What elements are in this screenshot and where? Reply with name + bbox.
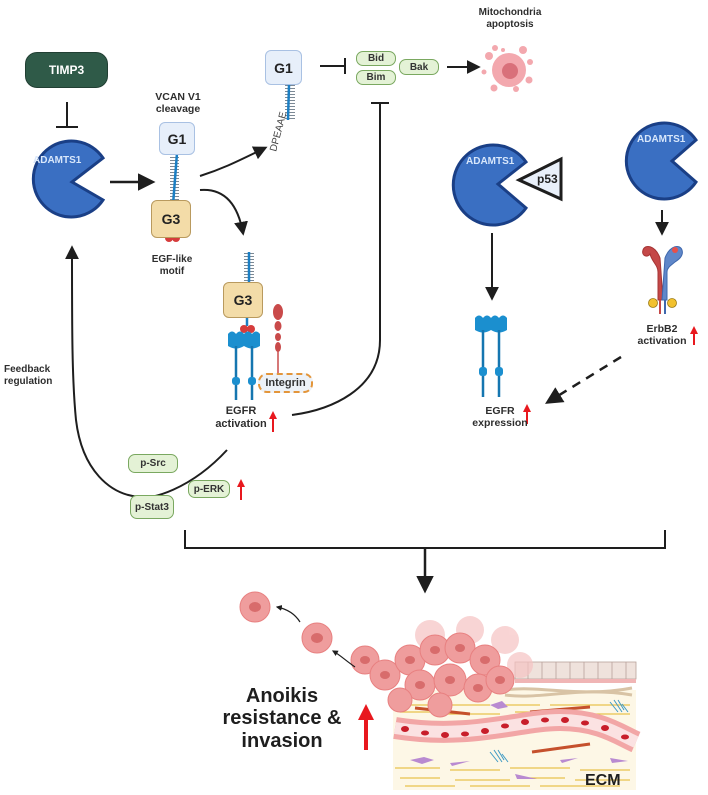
ecm-label: ECM <box>585 772 621 789</box>
apoptosis-line1: Mitochondria <box>478 7 542 18</box>
p-stat3-pill: p-Stat3 <box>130 495 174 519</box>
g1-release-arrow <box>199 146 268 177</box>
bid-pill: Bid <box>356 51 396 66</box>
bak-label: Bak <box>409 61 429 73</box>
g1-fragment-stalk <box>285 84 295 121</box>
g3-bound-box: G3 <box>223 282 263 318</box>
neo-epitope-text: DPEAAE <box>268 110 289 152</box>
outcome-label: Anoikis resistance & invasion <box>222 685 342 752</box>
g1-inhibition-symbol <box>320 58 346 74</box>
g3-bound-label: G3 <box>233 292 253 308</box>
tumor-cell-cluster <box>350 616 533 718</box>
bim-label: Bim <box>366 72 386 83</box>
egfr-expression-label: EGFR expression <box>470 405 530 429</box>
egfr-expression-line2: expression <box>472 417 528 430</box>
bak-pill: Bak <box>399 59 439 75</box>
mitochondria-apoptosis-label: Mitochondria apoptosis <box>465 7 555 30</box>
integrin-receptor <box>273 304 283 373</box>
vcan-title-line1: VCAN V1 <box>155 91 201 103</box>
bim-pill: Bim <box>356 70 396 85</box>
motif-line1: EGF-like <box>151 254 193 265</box>
timp3-box: TIMP3 <box>25 52 108 88</box>
p-erk-label: p-ERK <box>193 483 225 495</box>
vcan-title-line2: cleavage <box>155 103 201 116</box>
erbb2-line1: ErbB2 <box>646 323 678 335</box>
g1-fragment-label: G1 <box>274 59 293 76</box>
erbb2-line2: activation <box>637 335 687 348</box>
outcome-line3: invasion <box>241 729 323 752</box>
adamts1-label-main: ADAMTS1 <box>33 155 82 166</box>
egfr-expression-line1: EGFR <box>485 405 515 417</box>
outcome-line1: Anoikis <box>245 685 319 707</box>
egfr-activation-line2: activation <box>215 417 267 430</box>
vcan-title: VCAN V1 cleavage <box>148 91 208 115</box>
adamts1-enzyme-erbb2 <box>624 121 698 201</box>
bid-label: Bid <box>367 53 385 64</box>
egfr-receptor-dimer-activation <box>228 331 260 400</box>
p-src-pill: p-Src <box>128 454 178 473</box>
egfr-activation-label: EGFR activation <box>210 405 272 430</box>
g3-domain-label: G3 <box>161 211 181 227</box>
timp3-label: TIMP3 <box>48 63 85 77</box>
g3-release-arrow <box>199 188 248 236</box>
integrin-box: Integrin <box>258 373 313 393</box>
erbb2-activation-label: ErbB2 activation <box>632 323 692 347</box>
apoptosis-line2: apoptosis <box>486 18 534 30</box>
feedback-regulation-curve <box>65 245 228 499</box>
feedback-line2: regulation <box>4 375 53 387</box>
adamts1-enzyme-p53 <box>451 143 529 227</box>
erbb2-to-egfr-dashed-arrow <box>545 355 622 404</box>
erbb2-receptor-dimer <box>642 245 683 314</box>
adamts1-label-p53: ADAMTS1 <box>466 156 515 167</box>
apoptotic-cell-icon <box>481 45 533 92</box>
convergence-bracket <box>184 530 666 594</box>
outcome-line2: resistance & <box>222 707 342 730</box>
g3-domain-box: G3 <box>151 200 191 238</box>
g1-domain-label: G1 <box>167 130 187 147</box>
p53-label: p53 <box>537 172 558 186</box>
motif-line2: motif <box>159 265 185 277</box>
egfr-activation-line1: EGFR <box>225 405 257 417</box>
migrating-tumor-cells <box>239 591 356 668</box>
egfr-receptor-dimer-expression <box>475 315 507 397</box>
p-erk-pill: p-ERK <box>188 480 230 498</box>
integrin-label: Integrin <box>265 377 306 389</box>
egf-like-motif-label: EGF-like motif <box>142 254 202 277</box>
adamts1-enzyme-main <box>31 139 106 219</box>
egfr-inhibits-apoptosis-path <box>291 102 389 416</box>
feedback-regulation-label: Feedback regulation <box>4 364 52 387</box>
feedback-line1: Feedback <box>4 364 51 375</box>
p-stat3-label: p-Stat3 <box>135 501 169 513</box>
g3-egfr-complex <box>240 252 255 333</box>
adamts1-label-erbb2: ADAMTS1 <box>637 134 686 145</box>
timp3-inhibition-symbol <box>56 102 78 128</box>
g1-domain-box: G1 <box>159 122 195 155</box>
g1-fragment-box: G1 <box>265 50 302 85</box>
p53-triangle <box>515 156 563 202</box>
p-src-label: p-Src <box>140 458 166 469</box>
